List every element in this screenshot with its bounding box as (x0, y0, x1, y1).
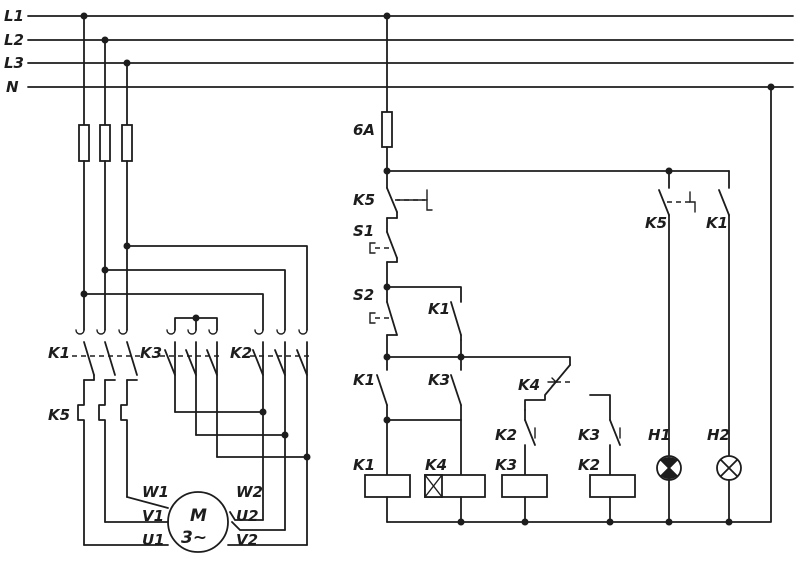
control-circuit: 6A K5 S1 (353, 12, 775, 526)
fuse-1 (78, 124, 90, 162)
k4-timer-contact: K4 (518, 364, 571, 411)
coils: K1 K4 K3 K2 (353, 456, 636, 498)
motor-circle (167, 491, 229, 553)
label-h1: H1 (648, 426, 671, 444)
k3-star-contacts: K3 (140, 314, 222, 458)
motor-symbol: M (190, 506, 207, 526)
label-l1: L1 (4, 7, 24, 25)
fuse-3 (121, 124, 133, 162)
label-l2: L2 (4, 31, 24, 49)
s1-stop-button: S1 (353, 222, 398, 263)
k5-control-contact: K5 (353, 187, 433, 219)
k2-delta-contacts: K2 (230, 329, 312, 546)
motor: M 3~ W1 V1 U1 W2 U2 V2 (142, 483, 308, 553)
terminal-w2: W2 (236, 483, 263, 501)
lamp-h1: H1 (648, 426, 682, 481)
label-k5-signal: K5 (645, 214, 667, 232)
label-coil-k2: K2 (578, 456, 600, 474)
terminal-w1: W1 (142, 483, 169, 501)
label-n: N (6, 78, 19, 96)
label-k2-power: K2 (230, 344, 252, 362)
fuse-rating: 6A (353, 121, 375, 139)
fuse-2 (99, 124, 111, 162)
k3-interlock-contact: K3 (428, 356, 462, 421)
s2-start-button: S2 (353, 286, 398, 336)
terminal-u1: U1 (142, 531, 165, 549)
coil-k3 (501, 474, 548, 498)
k5-overload: K5 (48, 379, 128, 546)
label-k1-power: K1 (48, 344, 70, 362)
label-k5-control: K5 (353, 191, 375, 209)
k1-interlock-contact: K1 (353, 356, 388, 421)
motor-phase: 3~ (181, 528, 207, 548)
label-s1: S1 (353, 222, 374, 240)
label-k3-nc: K3 (578, 426, 600, 444)
coil-k2 (589, 474, 636, 498)
control-fuse (381, 111, 393, 148)
label-coil-k4: K4 (425, 456, 447, 474)
coil-k1 (364, 474, 411, 498)
terminal-u2: U2 (236, 507, 259, 525)
k2-nc-contact: K2 (495, 409, 536, 476)
label-s2: S2 (353, 286, 374, 304)
label-l3: L3 (4, 54, 24, 72)
label-k1-signal: K1 (706, 214, 728, 232)
terminal-v2: V2 (236, 531, 258, 549)
lamp-h2: H2 (707, 426, 742, 481)
label-coil-k1: K1 (353, 456, 375, 474)
label-k2-nc: K2 (495, 426, 517, 444)
k1-hold-contact: K1 (428, 300, 462, 341)
label-k4: K4 (518, 376, 540, 394)
k3-nc-contact: K3 (578, 394, 621, 476)
supply-lines: L1 L2 L3 N (4, 7, 794, 96)
k1-main-contacts: K1 (48, 329, 142, 381)
label-h2: H2 (707, 426, 730, 444)
power-circuit: K1 K5 K3 (48, 12, 312, 553)
label-k1-hold: K1 (428, 300, 450, 318)
label-k5-power: K5 (48, 406, 70, 424)
k5-signal-contact: K5 (645, 170, 696, 456)
k1-signal-contact: K1 (706, 170, 730, 456)
label-k1-interlock: K1 (353, 371, 375, 389)
terminal-v1: V1 (142, 507, 164, 525)
label-k3-power: K3 (140, 344, 162, 362)
label-coil-k3: K3 (495, 456, 517, 474)
label-k3-interlock: K3 (428, 371, 450, 389)
